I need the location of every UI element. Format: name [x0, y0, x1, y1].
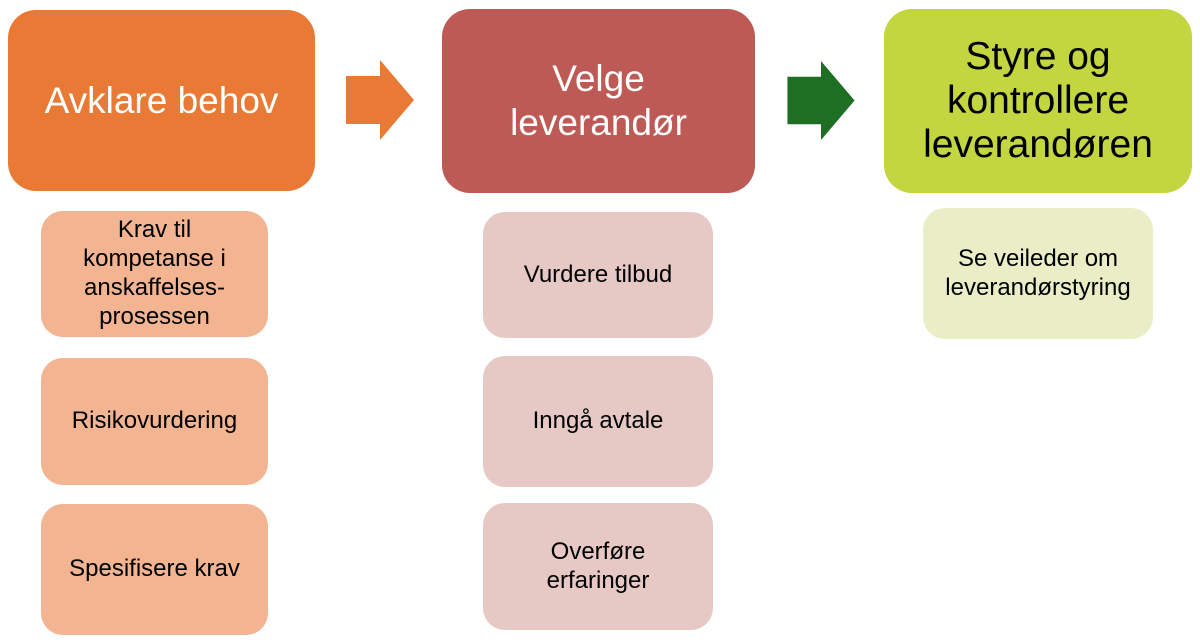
arrow-right-icon: [787, 61, 855, 140]
step-vurdere-tilbud: Vurdere tilbud: [483, 212, 713, 338]
step-risikovurdering: Risikovurdering: [41, 358, 268, 485]
stage-avklare-behov: Avklare behov: [8, 10, 315, 191]
step-overfore-erfaringer-label: Overføre erfaringer: [546, 537, 650, 594]
step-innga-avtale: Inngå avtale: [483, 356, 713, 487]
stage-styre-og-kontrollere: Styre og kontrollere leverandøren: [884, 9, 1192, 193]
step-risikovurdering-label: Risikovurdering: [71, 407, 238, 435]
stage-avklare-behov-label: Avklare behov: [44, 79, 279, 121]
stage-velge-leverandor: Velge leverandør: [442, 9, 755, 193]
arrow-velge-to-styre: [787, 61, 855, 140]
step-spesifisere-krav-label: Spesifisere krav: [69, 555, 240, 583]
arrow-avklare-to-velge: [346, 60, 414, 140]
step-se-veileder-label: Se veileder om leverandørstyring: [945, 244, 1131, 301]
step-vurdere-tilbud-label: Vurdere tilbud: [523, 260, 673, 288]
step-krav-til-kompetanse: Krav til kompetanse i anskaffelses- pros…: [41, 211, 268, 337]
stage-styre-og-kontrollere-label: Styre og kontrollere leverandøren: [923, 35, 1153, 166]
step-overfore-erfaringer: Overføre erfaringer: [483, 503, 713, 630]
step-innga-avtale-label: Inngå avtale: [532, 407, 664, 435]
step-spesifisere-krav: Spesifisere krav: [41, 504, 268, 635]
step-se-veileder: Se veileder om leverandørstyring: [923, 208, 1153, 339]
step-krav-til-kompetanse-label: Krav til kompetanse i anskaffelses- pros…: [83, 216, 226, 330]
stage-velge-leverandor-label: Velge leverandør: [510, 58, 687, 143]
arrow-right-icon: [346, 60, 414, 140]
